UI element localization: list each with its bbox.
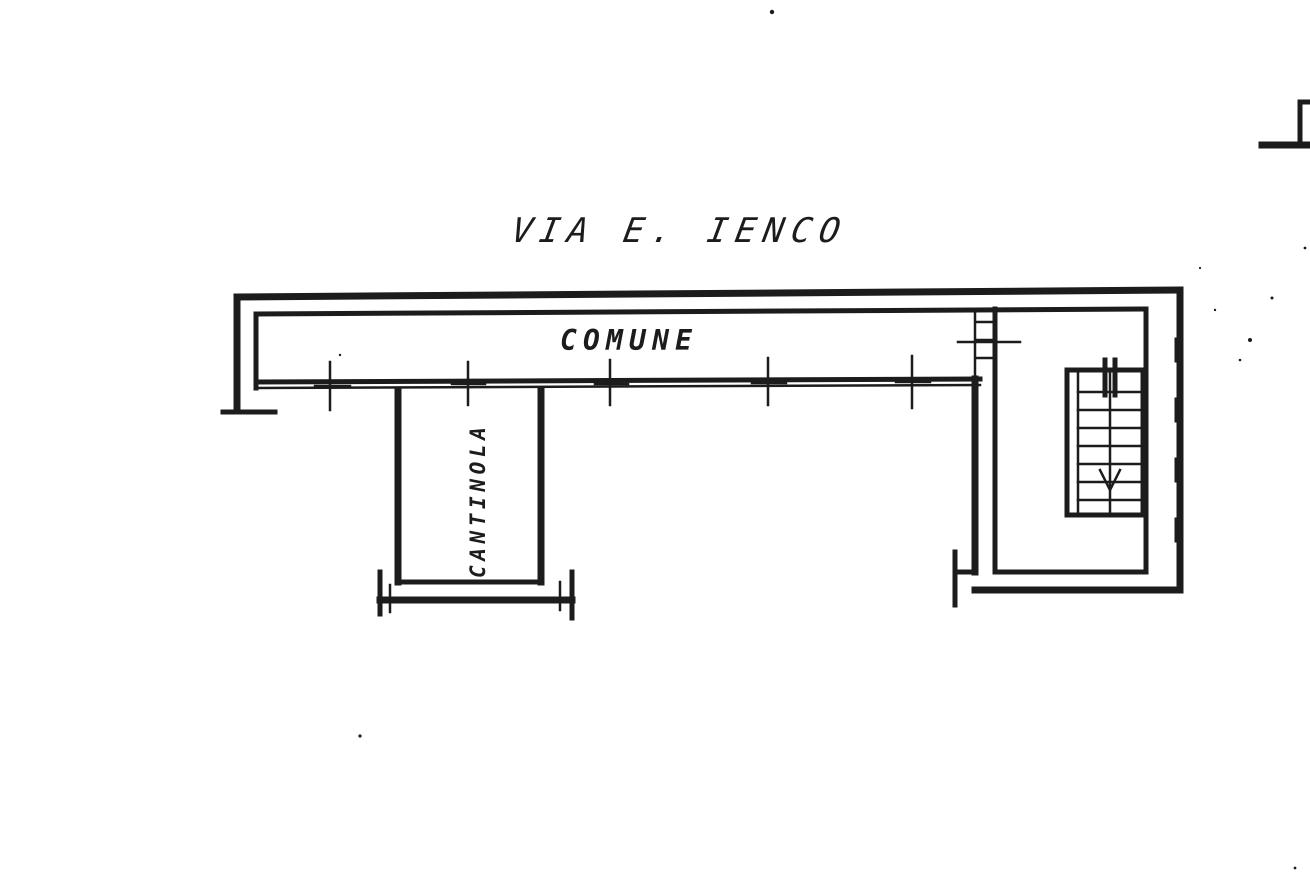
- room-label-comune: COMUNE: [560, 324, 698, 357]
- staircase: [1064, 357, 1146, 518]
- corner-fragment: [1258, 99, 1310, 149]
- stair-block: [952, 286, 1184, 608]
- opening-ticks: [313, 354, 932, 412]
- room-label-cantinola: CANTINOLA: [466, 423, 490, 578]
- corridor-walls: [220, 286, 1184, 415]
- cantinola-walls: [376, 386, 576, 621]
- street-label: VIA E. IENCO: [508, 211, 850, 251]
- scan-speckles: [338, 9, 1307, 870]
